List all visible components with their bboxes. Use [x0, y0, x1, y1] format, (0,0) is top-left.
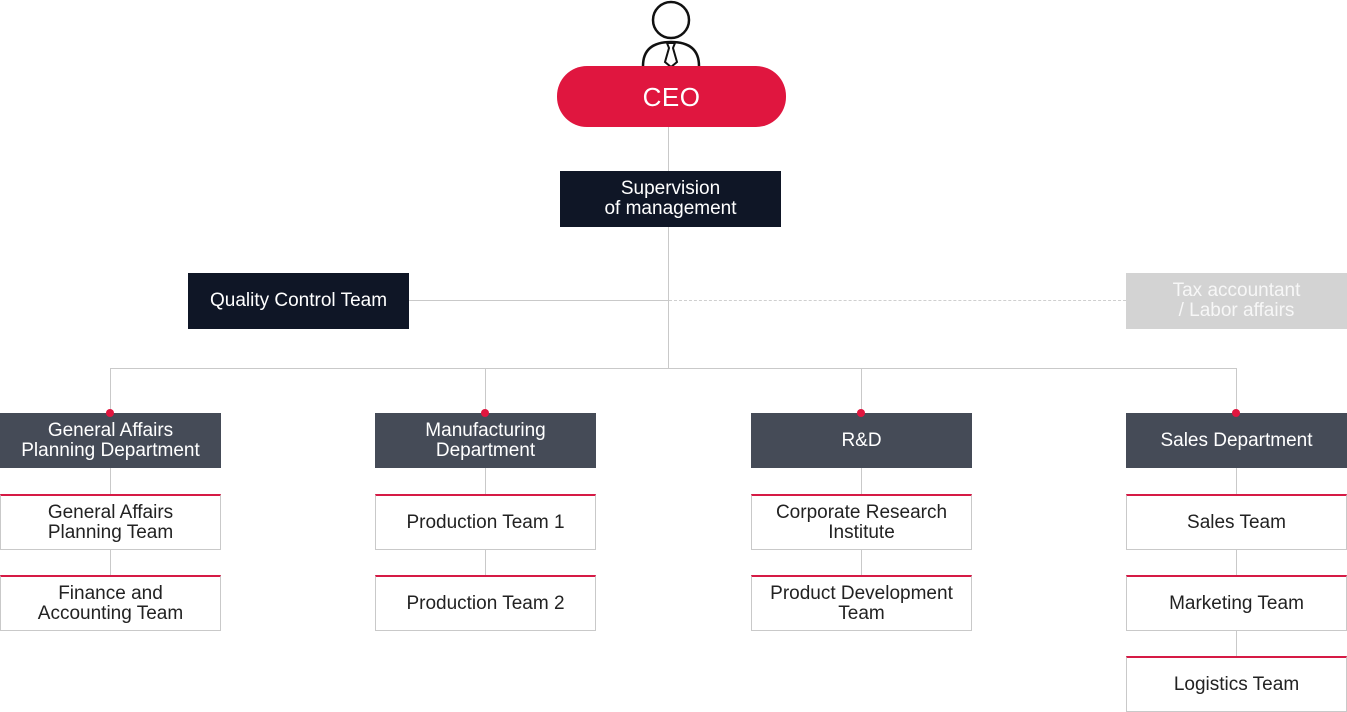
- department-sales: Sales Department: [1126, 413, 1347, 468]
- ceo-node: CEO: [557, 66, 786, 127]
- department-marker-dot: [481, 409, 489, 417]
- departments-connector: [110, 368, 1237, 369]
- ceo-connector: [668, 126, 669, 368]
- tax-labor-affairs-node: Tax accountant / Labor affairs: [1126, 273, 1347, 329]
- department-marker-dot: [857, 409, 865, 417]
- team-production-1: Production Team 1: [375, 494, 596, 550]
- dept-drop-4: [1236, 368, 1237, 413]
- team-marketing: Marketing Team: [1126, 575, 1347, 631]
- team-sales: Sales Team: [1126, 494, 1347, 550]
- team-finance-accounting: Finance and Accounting Team: [0, 575, 221, 631]
- team-production-2: Production Team 2: [375, 575, 596, 631]
- person-with-tie-icon: [641, 0, 701, 68]
- quality-control-connector: [409, 300, 669, 301]
- tax-labor-connector: [669, 300, 1126, 301]
- department-rnd: R&D: [751, 413, 972, 468]
- department-general-affairs: General Affairs Planning Department: [0, 413, 221, 468]
- team-column-line-4: [1236, 467, 1237, 658]
- quality-control-team-node: Quality Control Team: [188, 273, 409, 329]
- team-general-affairs-planning: General Affairs Planning Team: [0, 494, 221, 550]
- team-product-development: Product Development Team: [751, 575, 972, 631]
- department-manufacturing: Manufacturing Department: [375, 413, 596, 468]
- supervision-of-management-node: Supervision of management: [560, 171, 781, 227]
- team-corporate-research-institute: Corporate Research Institute: [751, 494, 972, 550]
- team-logistics: Logistics Team: [1126, 656, 1347, 712]
- department-marker-dot: [1232, 409, 1240, 417]
- department-marker-dot: [106, 409, 114, 417]
- dept-drop-2: [485, 368, 486, 413]
- dept-drop-1: [110, 368, 111, 413]
- dept-drop-3: [861, 368, 862, 413]
